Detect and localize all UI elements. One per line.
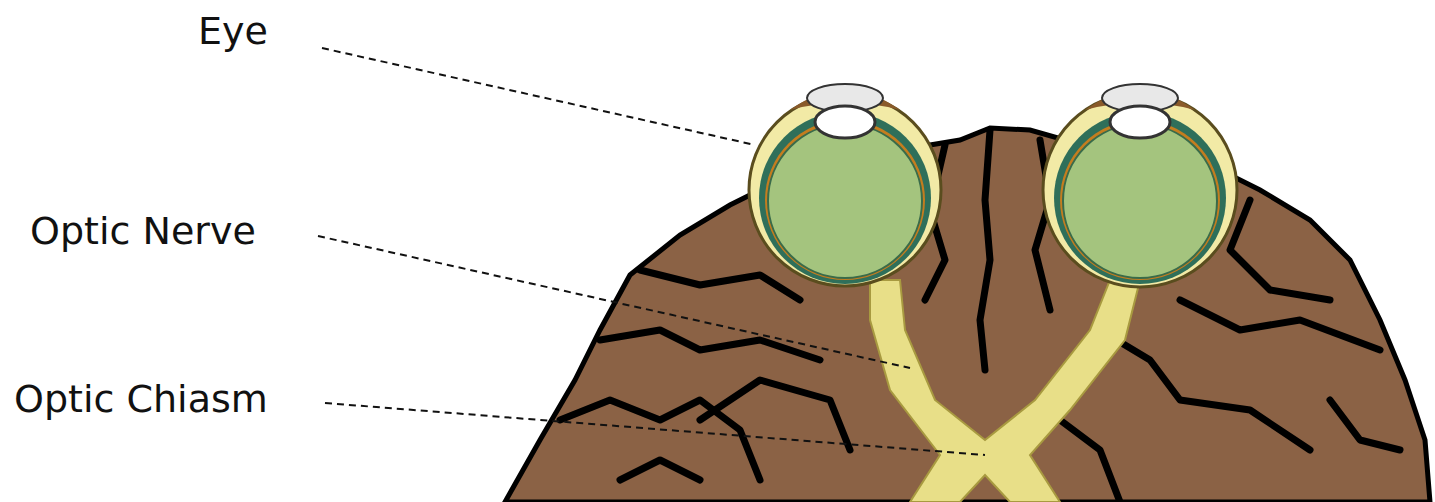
left-eye bbox=[749, 84, 941, 286]
right-eye bbox=[1043, 84, 1237, 287]
brain-shape bbox=[505, 128, 1430, 502]
part-label: Optic Chiasm bbox=[14, 380, 268, 418]
part-label: Eye bbox=[198, 12, 268, 50]
part-label: Optic Nerve bbox=[30, 212, 256, 250]
brain-sulci bbox=[560, 130, 1400, 502]
optic-pathway bbox=[870, 280, 1140, 502]
leader-lines bbox=[318, 48, 985, 455]
